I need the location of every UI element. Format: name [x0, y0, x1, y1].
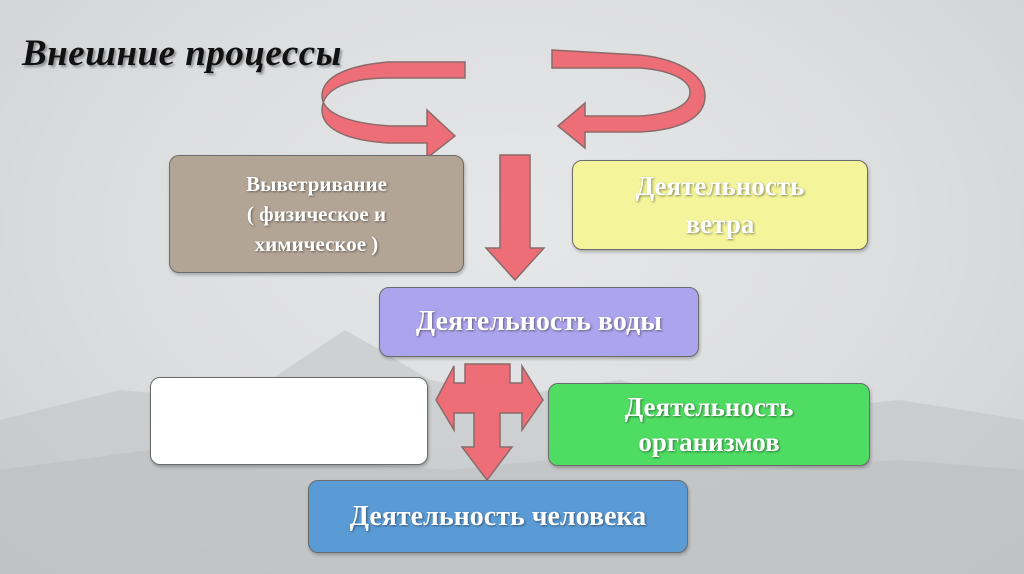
organisms-line-2: организмов: [638, 426, 780, 457]
wind-line-2: ветра: [685, 209, 755, 239]
organisms-line-1: Деятельность: [624, 391, 794, 422]
weathering-line-3: химическое ): [254, 232, 379, 256]
split-arrow: [435, 363, 544, 482]
wind-line-1: Деятельность: [635, 171, 805, 201]
wind-box: Деятельность ветра: [572, 160, 868, 250]
page-title: Внешние процессы: [22, 33, 342, 74]
right-curved-arrow: [551, 49, 706, 150]
down-arrow: [484, 154, 546, 282]
water-box: Деятельность воды: [379, 287, 699, 357]
weathering-line-2: ( физическое и: [246, 202, 387, 226]
weathering-box: Выветривание ( физическое и химическое ): [169, 155, 464, 273]
human-box: Деятельность человека: [308, 480, 688, 553]
water-label: Деятельность воды: [415, 306, 663, 337]
empty-box: [150, 377, 428, 465]
weathering-line-1: Выветривание: [246, 172, 387, 196]
human-label: Деятельность человека: [349, 500, 647, 532]
left-curved-arrow: [321, 61, 466, 160]
organisms-box: Деятельность организмов: [548, 383, 870, 466]
